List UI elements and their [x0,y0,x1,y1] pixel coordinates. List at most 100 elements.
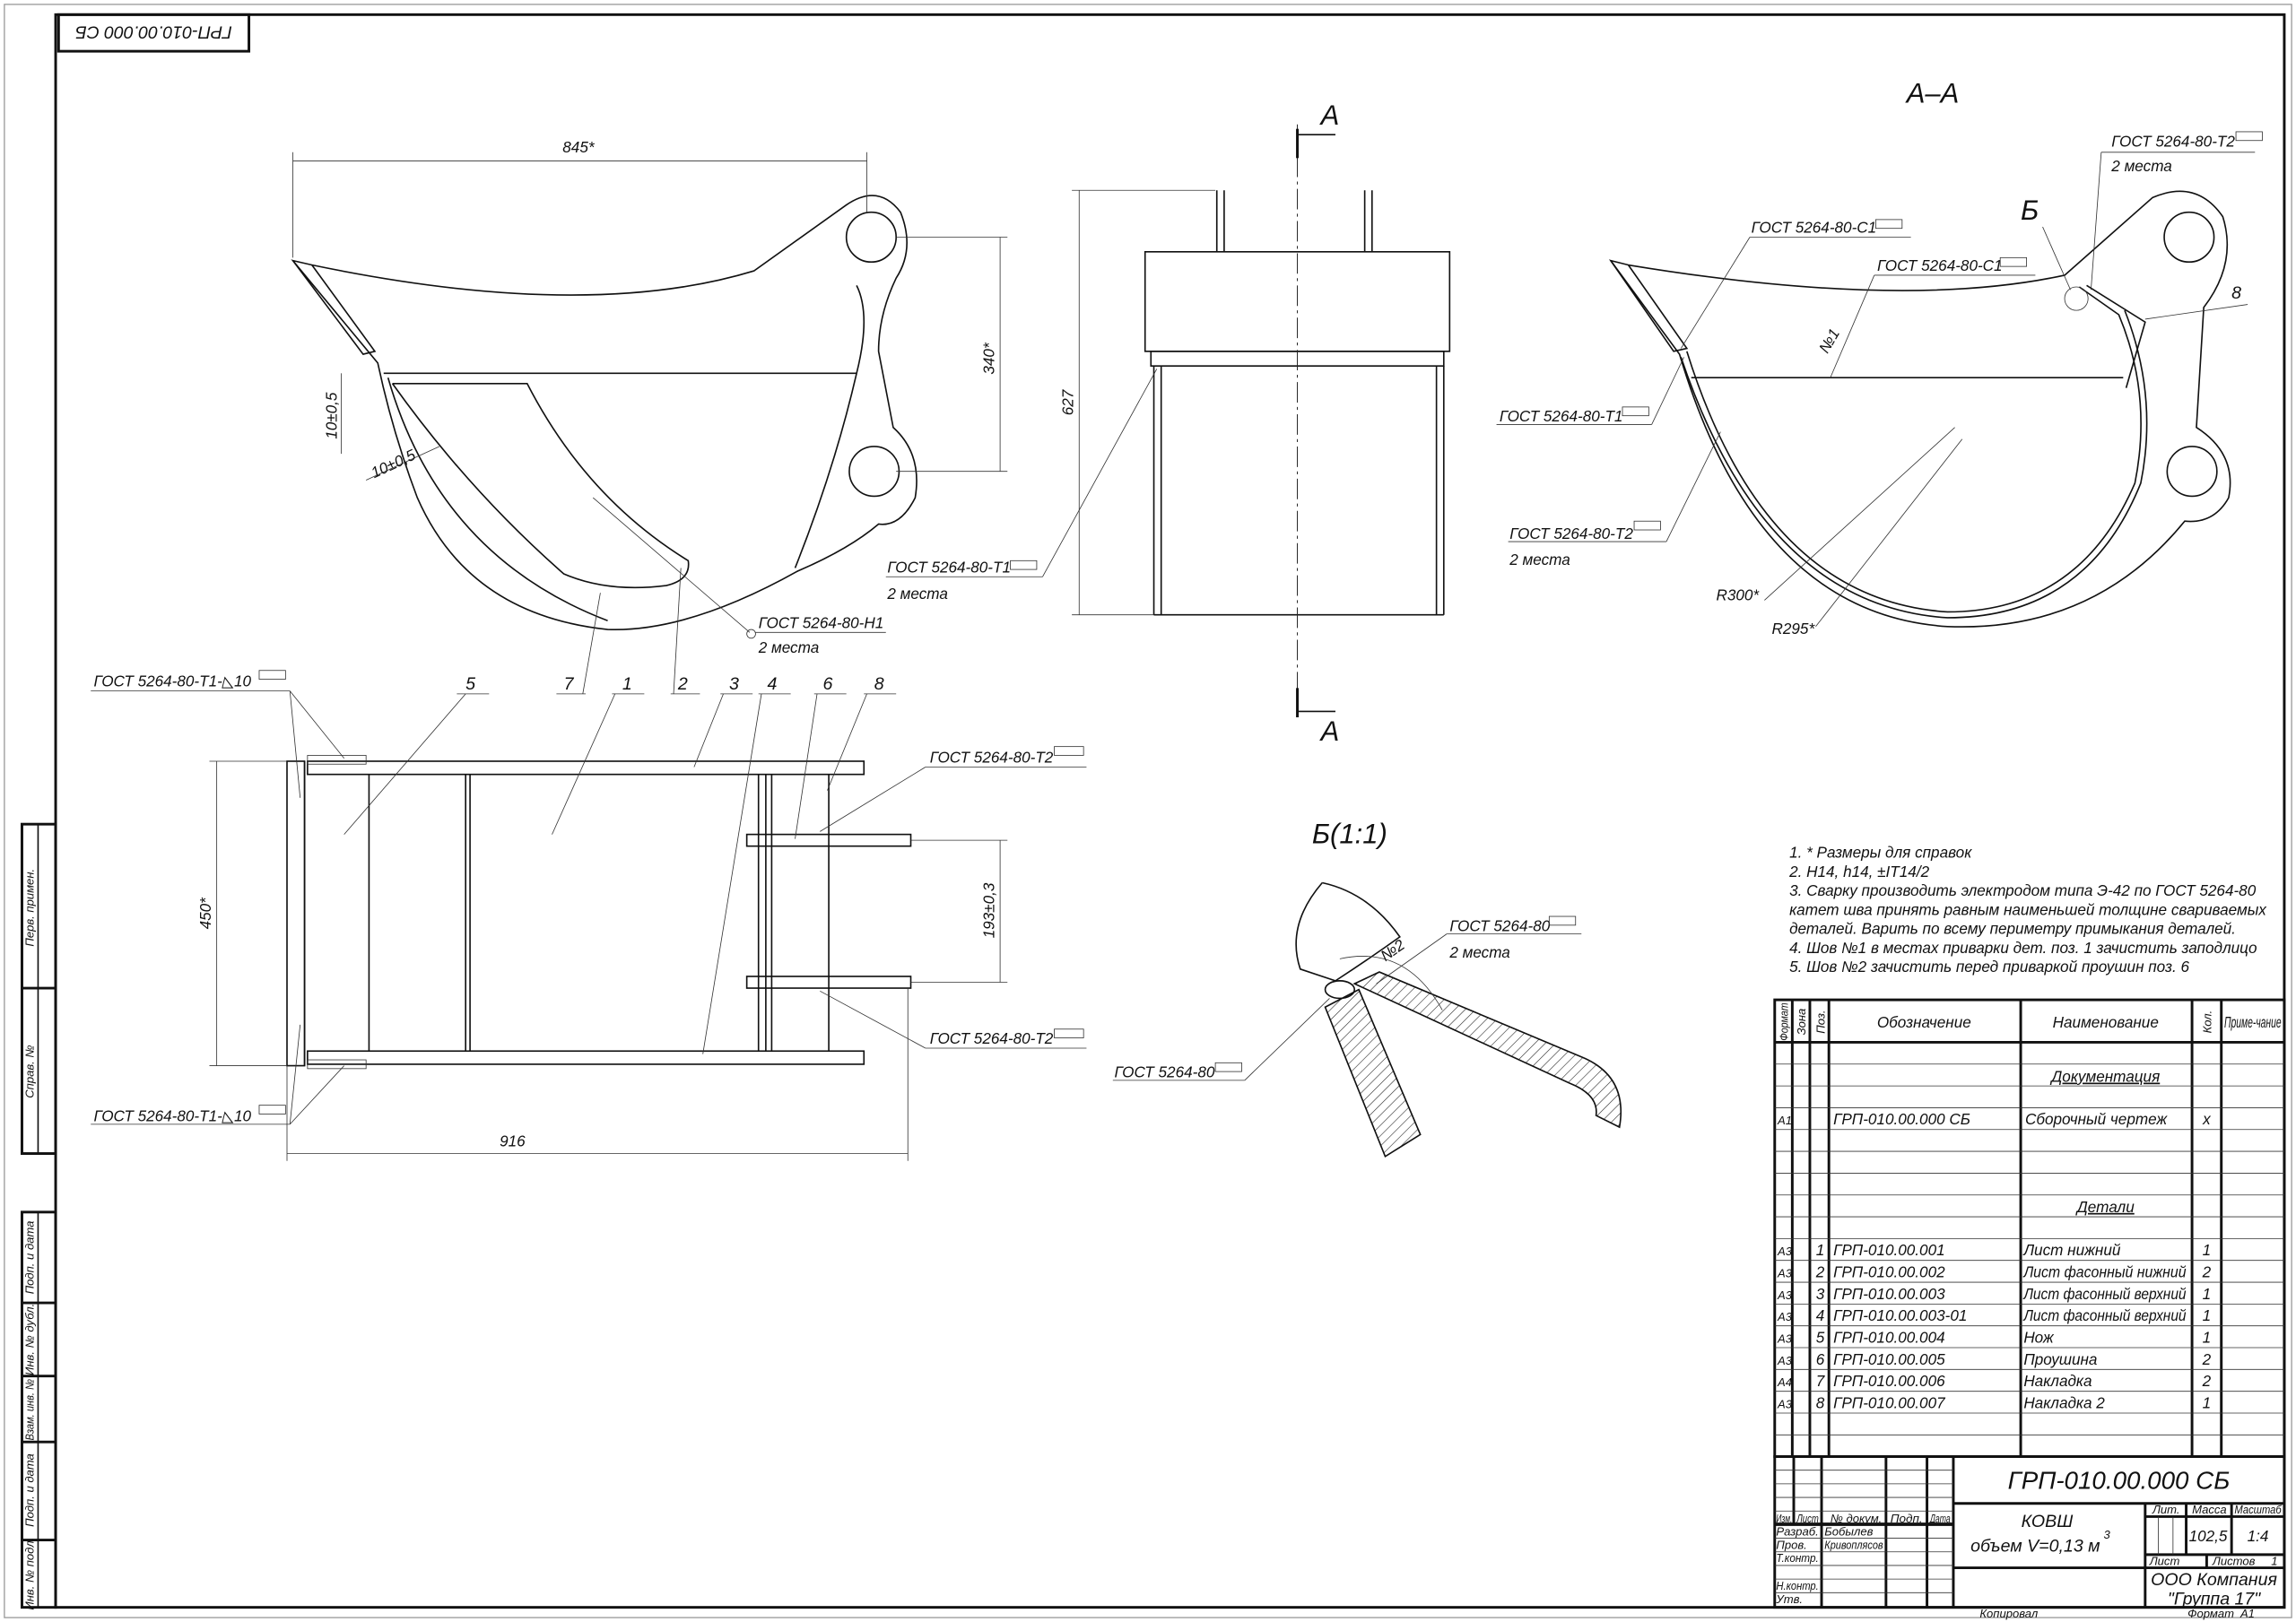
spec-designation: ГРП-010.00.003 [1833,1285,1945,1303]
spec-name: Лист фасонный верхний [2022,1306,2187,1324]
label-inv-dubl: Инв. № дубл. [23,1304,37,1375]
header-qty: Кол. [2200,1010,2213,1034]
header-pos: Поз. [1813,1010,1827,1033]
tb-col-izm: Изм. [1776,1512,1792,1525]
sheet-border [4,4,2292,1618]
label-podp-data-2: Подп. и дата [23,1453,37,1527]
tb-product-volume: объем V=0,13 м [1970,1537,2100,1557]
section-parts: Детали [2075,1198,2135,1216]
spec-qty: 1 [2203,1393,2212,1411]
spec-pos: 5 [1816,1328,1825,1346]
spec-name: Накладка 2 [2023,1393,2105,1411]
tb-col-doc: № докум. [1831,1512,1882,1525]
weld-label-t1: ГОСТ 5264-80-Т1 [887,558,1011,576]
label-perv-primen: Перв. примен. [23,869,37,947]
dim-r300: R300* [1716,585,1760,603]
tb-sheet-label: Лист [2149,1554,2180,1567]
dim-193: 193±0,3 [980,882,998,938]
spec-format: А4 [1777,1375,1792,1389]
position-7: 7 [564,674,575,694]
position-2: 2 [677,674,688,694]
section-mark-a-bottom: А [1319,716,1340,747]
tb-designation: ГРП-010.00.000 СБ [2008,1466,2231,1494]
spec-qty: 1 [2203,1241,2212,1259]
spec-name: Проушина [2023,1350,2097,1368]
tb-mass: 102,5 [2189,1527,2228,1545]
dim-10-a: 10±0,5 [323,392,341,439]
spec-pos: 1 [1816,1241,1825,1259]
side-strip: Перв. примен. Справ. № Подп. и дата Инв.… [21,822,57,1610]
detail-b-title: Б(1:1) [1312,818,1387,849]
spec-designation: ГРП-010.00.006 [1833,1372,1945,1390]
spec-pos: 4 [1816,1306,1825,1324]
seam-no2-label: №2 [1377,935,1408,965]
spec-name: Нож [2023,1328,2055,1346]
spec-designation: ГРП-010.00.001 [1833,1241,1945,1259]
tb-tkontr-label: Т.контр. [1776,1551,1818,1565]
detail-b: Б(1:1) №2 ГОСТ 5264-80 2 места ГОСТ 5264… [1112,818,1622,1158]
doc-designation: ГРП-010.00.000 СБ [1833,1110,1970,1128]
tb-copied: Копировал [1979,1607,2039,1620]
tb-format-label: Формат [2187,1607,2234,1620]
tb-sheets-label: Листов [2212,1554,2256,1567]
spec-name: Накладка [2023,1372,2092,1390]
spec-designation: ГРП-010.00.004 [1833,1328,1945,1346]
tb-company-line1: ООО Компания [2151,1570,2277,1590]
front-view: 845* 340* 10±0,5 10±0,5 ГОСТ 5264-80-Н1 … [291,138,1008,656]
spec-designation: ГРП-010.00.007 [1833,1393,1946,1411]
header-name: Наименование [2053,1013,2159,1031]
spec-qty: 2 [2202,1372,2212,1390]
tb-mass-label: Масса [2192,1503,2227,1516]
title-block: ГРП-010.00.000 СБ КОВШ объем V=0,13 м 3 … [1773,1455,2286,1620]
spec-qty: 1 [2203,1328,2212,1346]
weld-label-plan-t2-bottom: ГОСТ 5264-80-Т2 [930,1029,1054,1047]
tb-nkontr-label: Н.контр. [1776,1579,1818,1592]
tb-col-list: Лист [1796,1512,1819,1525]
dim-627: 627 [1059,388,1077,415]
header-zone: Зона [1795,1009,1808,1036]
weld-label-plan-t1-bottom: ГОСТ 5264-80-Т1-◺10 [93,1107,251,1125]
weld-label-plan-t2-top: ГОСТ 5264-80-Т2 [930,749,1054,767]
weld-note-aa-t2-top: 2 места [2110,157,2172,175]
note-3-cont-2: деталей. Варить по всему периметру примы… [1789,920,2236,938]
weld-label-aa-t2-top: ГОСТ 5264-80-Т2 [2111,132,2235,150]
technical-notes: 1. * Размеры для справок 2. H14, h14, ±I… [1788,844,2267,976]
tb-product-name: КОВШ [2022,1512,2074,1531]
tb-col-date: Дата [1929,1512,1951,1525]
spec-name: Лист нижний [2022,1241,2121,1259]
note-4: 4. Шов №1 в местах приварки дет. поз. 1 … [1789,939,2257,957]
doc-name: Сборочный чертеж [2025,1110,2168,1128]
spec-pos: 2 [1815,1262,1825,1280]
spec-pos: 7 [1816,1372,1826,1390]
header-designation: Обозначение [1877,1013,1971,1031]
seam-no1-label: №1 [1815,325,1843,356]
position-1: 1 [622,674,632,694]
dim-340: 340* [980,342,998,375]
spec-row: А4 7 ГРП-010.00.006 Накладка 2 [1777,1372,2212,1390]
spec-row: А3 5 ГРП-010.00.004 Нож 1 [1777,1328,2211,1346]
position-4: 4 [768,674,778,694]
spec-format: А3 [1777,1331,1793,1345]
spec-qty: 2 [2202,1262,2212,1280]
spec-pos: 6 [1816,1350,1825,1368]
doc-qty: х [2202,1110,2212,1128]
tb-sheets: 1 [2271,1554,2277,1567]
position-callouts: 5 7 1 2 3 4 6 8 [344,568,897,1054]
weld-label-detail-b: ГОСТ 5264-80 [1114,1063,1214,1081]
section-a-a: А–А Б ГОСТ 5264-80-Т2 2 места 8 ГОСТ 526… [1496,77,2263,638]
tb-col-sign: Подп. [1891,1512,1923,1525]
tb-utv-label: Утв. [1775,1592,1803,1606]
section-documentation: Документация [2049,1068,2160,1086]
tb-scale: 1:4 [2248,1527,2269,1545]
specification-table: Формат Зона Поз. Обозначение Наименовани… [1773,998,2286,1458]
side-view: А А 627 ГОСТ 5264-80-Т1 2 места [885,100,1451,747]
header-format: Формат [1777,1002,1790,1041]
weld-label-plan-t1-top: ГОСТ 5264-80-Т1-◺10 [93,672,251,690]
spec-format: А3 [1777,1266,1793,1279]
plan-view: 5 7 1 2 3 4 6 8 ГОСТ 5264-80-Т1-◺10 ГОСТ… [91,568,1087,1161]
weld-note-detail-a: 2 места [1448,943,1510,961]
